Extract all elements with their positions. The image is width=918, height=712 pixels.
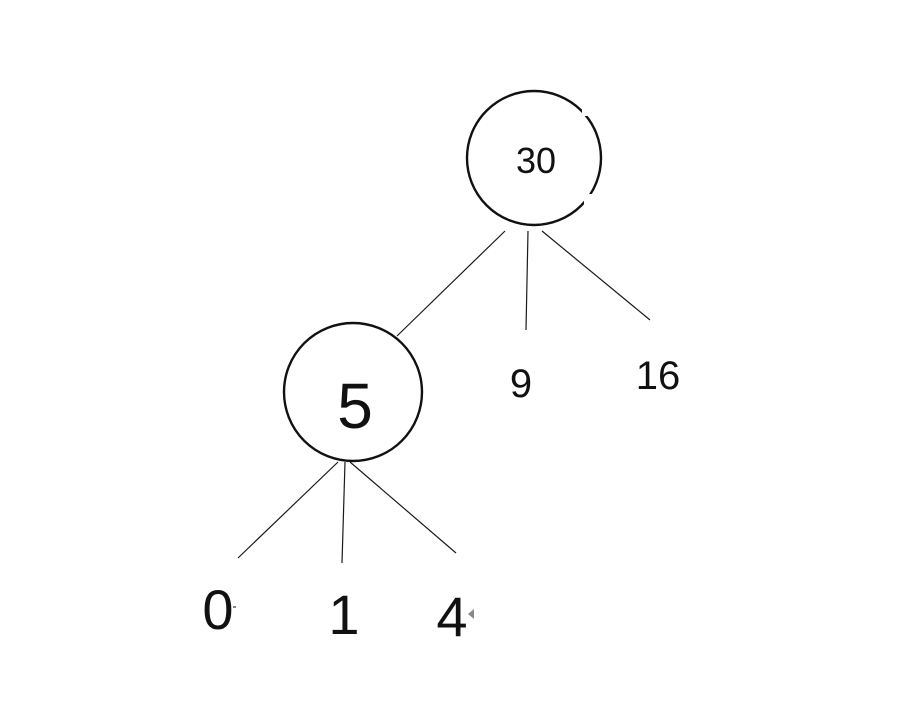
edge-5-to-4 bbox=[349, 461, 457, 554]
node-root-label: 30 bbox=[516, 140, 556, 181]
node-5-circle bbox=[282, 321, 424, 463]
node-root-outline-gap-bottom bbox=[584, 194, 596, 206]
leaf-9-label: 9 bbox=[510, 362, 532, 406]
leaf-4-mark bbox=[468, 609, 474, 619]
node-5: 5 bbox=[282, 321, 424, 463]
leaf-0-label: 0 bbox=[202, 578, 233, 641]
edge-5-to-1 bbox=[341, 461, 346, 564]
leaf-0-mark bbox=[233, 606, 236, 608]
edge-5-to-0 bbox=[237, 461, 339, 559]
leaf-1-label: 1 bbox=[328, 583, 359, 646]
node-5-label: 5 bbox=[337, 370, 373, 442]
edge-root-to-5 bbox=[396, 230, 506, 337]
edge-root-to-16 bbox=[541, 230, 651, 321]
node-root: 30 bbox=[465, 89, 603, 227]
node-root-circle bbox=[465, 89, 603, 227]
leaf-16-label: 16 bbox=[636, 354, 681, 398]
edge-root-to-9 bbox=[525, 230, 529, 331]
node-root-outline-gap-top bbox=[582, 104, 596, 116]
leaf-4-label: 4 bbox=[436, 585, 467, 648]
